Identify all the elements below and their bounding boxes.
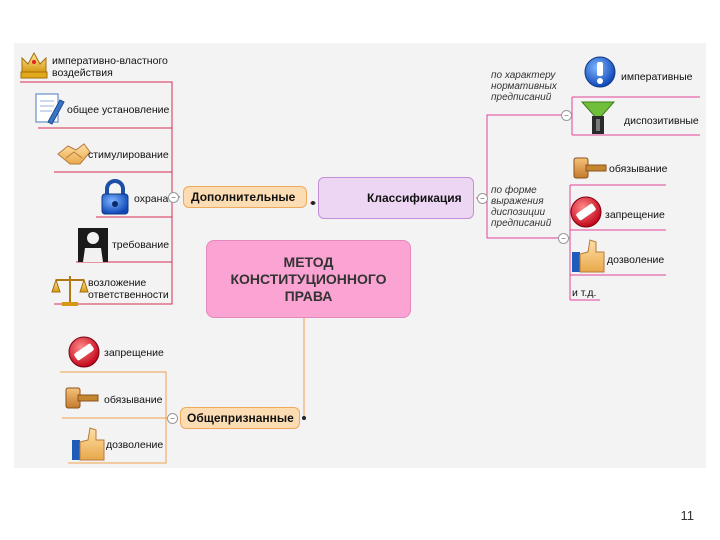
handshake-icon-shape xyxy=(57,143,91,165)
recognized-node-label: Общепризнанные xyxy=(187,411,294,425)
additional-node-label: Дополнительные xyxy=(191,190,296,204)
classification-node[interactable]: Классификация xyxy=(318,177,474,219)
officer-icon-shape xyxy=(78,228,108,262)
recognized-collapse-toggle[interactable]: − xyxy=(167,413,178,424)
exclamation-icon-shape xyxy=(584,56,616,88)
by-form-note[interactable]: по форме выражения диспозиции предписани… xyxy=(491,185,552,229)
thumbs-up-icon-shape-right xyxy=(572,239,605,273)
additional-item-responsibility[interactable]: возложение ответственности xyxy=(88,277,169,301)
by-character-note[interactable]: по характеру нормативных предписаний xyxy=(491,70,557,103)
additional-node-dot xyxy=(311,201,315,205)
crown-icon-shape xyxy=(20,51,48,79)
additional-trunk-link-lower xyxy=(168,197,173,305)
central-line-3: ПРАВА xyxy=(284,287,333,304)
padlock-icon-shape xyxy=(101,179,129,215)
recognized-node[interactable]: Общепризнанные xyxy=(180,407,300,429)
additional-item-stimulation[interactable]: стимулирование xyxy=(88,149,169,161)
by-character-item-imperative[interactable]: императивные xyxy=(621,71,693,83)
gavel-icon-shape-bottom xyxy=(65,387,99,409)
additional-item-requirement[interactable]: требование xyxy=(112,239,170,251)
classification-node-label: Классификация xyxy=(367,191,462,205)
by-character-item-dispositive[interactable]: диспозитивные xyxy=(624,115,699,127)
by-form-item-permission[interactable]: дозволение xyxy=(607,254,665,266)
central-line-1: МЕТОД xyxy=(283,253,334,270)
by-form-item-obligation[interactable]: обязывание xyxy=(609,163,668,175)
scales-icon-shape xyxy=(51,276,89,306)
recognized-item-obligation[interactable]: обязывание xyxy=(104,394,163,406)
by-form-link xyxy=(486,198,566,239)
additional-item-general[interactable]: общее установление xyxy=(67,104,170,116)
gavel-icon-shape-right xyxy=(573,157,607,179)
recognized-item-prohibition[interactable]: запрещение xyxy=(104,347,164,359)
no-entry-icon-shape-bottom xyxy=(68,336,100,368)
thumbs-up-icon-shape-bottom xyxy=(72,427,105,461)
broken-link-icon-shape xyxy=(580,101,616,134)
recognized-item-permission[interactable]: дозволение xyxy=(106,439,164,451)
no-entry-icon-shape-right xyxy=(570,196,602,228)
central-node[interactable]: МЕТОД КОНСТИТУЦИОННОГО ПРАВА xyxy=(206,240,411,318)
classification-collapse-toggle[interactable]: − xyxy=(477,193,488,204)
document-pencil-icon-shape xyxy=(35,93,65,125)
central-line-2: КОНСТИТУЦИОННОГО xyxy=(230,270,387,287)
by-form-collapse-toggle[interactable]: − xyxy=(558,233,569,244)
recognized-node-dot xyxy=(302,416,306,420)
by-character-collapse-toggle[interactable]: − xyxy=(561,110,572,121)
additional-node[interactable]: Дополнительные xyxy=(183,186,307,208)
by-character-link xyxy=(486,114,566,198)
additional-item-imperative[interactable]: императивно-властного воздействия xyxy=(52,55,168,79)
additional-item-protection[interactable]: охрана xyxy=(134,193,169,205)
recognized-links xyxy=(60,305,305,464)
by-form-item-prohibition[interactable]: запрещение xyxy=(605,209,665,221)
additional-trunk-link xyxy=(168,81,180,198)
page-number: 11 xyxy=(680,508,695,523)
by-form-item-etc[interactable]: и т.д. xyxy=(572,287,597,299)
additional-collapse-toggle[interactable]: − xyxy=(168,192,179,203)
